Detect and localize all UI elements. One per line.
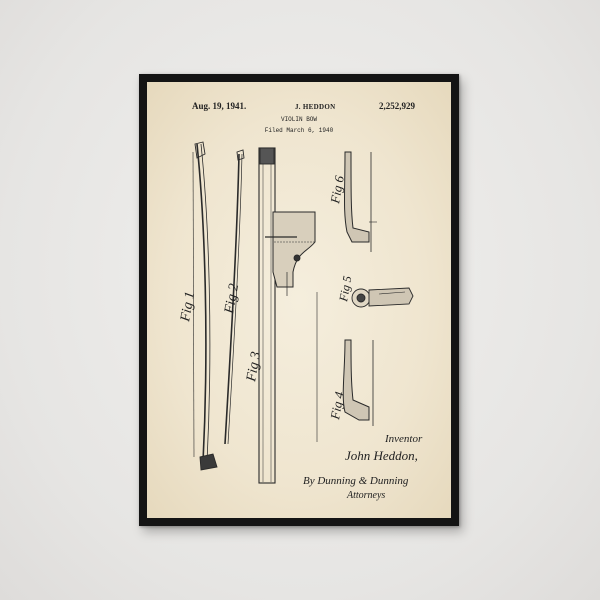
poster-frame: Aug. 19, 1941. J. HEDDON 2,252,929 VIOLI… bbox=[139, 74, 459, 526]
fig1-bow-drawing bbox=[192, 141, 218, 471]
fig6-label: Fig 6 bbox=[327, 174, 347, 205]
patent-inventor-header: J. HEDDON bbox=[295, 103, 336, 111]
patent-subtitle: VIOLIN BOW bbox=[280, 116, 317, 123]
fig4-detail-drawing bbox=[342, 339, 374, 426]
fig4-label: Fig 4 bbox=[327, 390, 347, 421]
fig2-label: Fig 2 bbox=[222, 283, 242, 316]
attorneys-label: Attorneys bbox=[346, 490, 385, 501]
patent-drawing: Fig 1 Fig 2 Fig 3 Fig 4 Fig 5 Fig 6 Inve… bbox=[178, 141, 423, 501]
fig2-bow-drawing bbox=[224, 149, 245, 445]
patent-print: Aug. 19, 1941. J. HEDDON 2,252,929 VIOLI… bbox=[147, 82, 451, 518]
patent-number: 2,252,929 bbox=[379, 101, 415, 111]
fig1-label: Fig 1 bbox=[178, 291, 198, 324]
inventor-signature: John Heddon, bbox=[345, 448, 418, 463]
fig3-frog-drawing bbox=[258, 147, 318, 484]
patent-filed-date: Filed March 6, 1940 bbox=[264, 127, 334, 134]
fig5-label: Fig 5 bbox=[336, 275, 354, 304]
fig6-detail-drawing bbox=[344, 151, 377, 252]
fig3-label: Fig 3 bbox=[244, 351, 264, 384]
patent-date: Aug. 19, 1941. bbox=[192, 101, 247, 111]
fig5-detail-drawing bbox=[351, 287, 414, 308]
attorneys-signature: By Dunning & Dunning bbox=[303, 475, 409, 487]
inventor-label: Inventor bbox=[384, 433, 423, 445]
